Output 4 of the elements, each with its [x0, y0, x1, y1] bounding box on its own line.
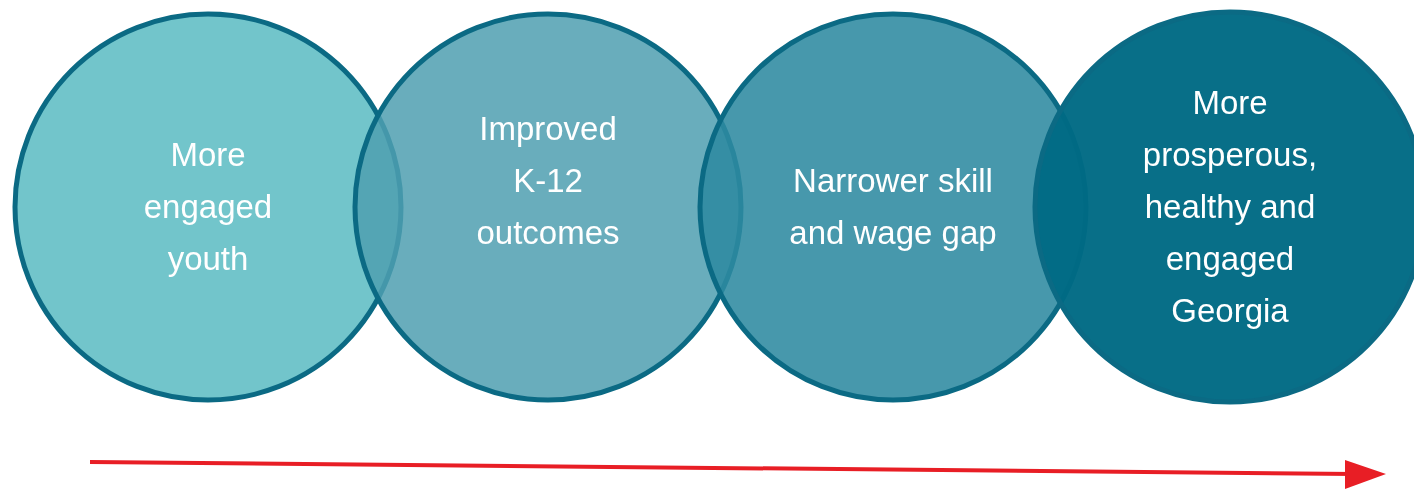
- node-label: More engaged youth: [142, 135, 274, 279]
- node-label: Improved K-12 outcomes: [475, 109, 621, 253]
- node-label: More prosperous, healthy and engaged Georgia: [1141, 83, 1319, 331]
- node-label: Narrower skill and wage gap: [788, 161, 998, 253]
